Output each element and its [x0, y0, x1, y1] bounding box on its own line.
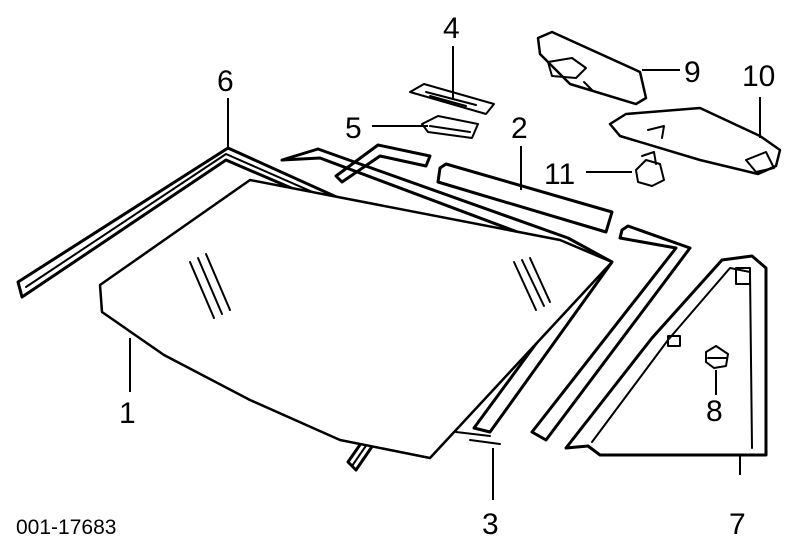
part-8-clip — [705, 345, 729, 369]
part-2-side-molding — [334, 143, 692, 442]
callout-3: 3 — [482, 508, 499, 541]
part-1-windshield-glass — [98, 178, 614, 460]
part-10-sun-visor — [608, 106, 782, 176]
callout-2: 2 — [511, 112, 528, 145]
callout-8: 8 — [706, 395, 723, 428]
callout-1: 1 — [119, 397, 136, 430]
part-11-visor-clip — [635, 151, 665, 187]
part-3-frame — [280, 147, 614, 434]
part-4-decal — [409, 83, 495, 115]
part-5-pad — [421, 115, 479, 139]
part-7-pillar-trim — [564, 254, 768, 457]
callout-9: 9 — [684, 56, 701, 89]
leader-lines — [129, 46, 766, 500]
callout-labels: 1 2 3 4 5 6 7 8 9 10 11 — [119, 12, 775, 541]
callout-10: 10 — [742, 60, 775, 93]
callout-11: 11 — [544, 158, 575, 191]
callout-5: 5 — [345, 112, 362, 145]
part-9-rearview-mirror — [536, 30, 648, 106]
callout-4: 4 — [443, 12, 460, 45]
callout-7: 7 — [729, 508, 746, 541]
callout-6: 6 — [217, 65, 234, 98]
reference-number: 001-17683 — [16, 516, 116, 539]
